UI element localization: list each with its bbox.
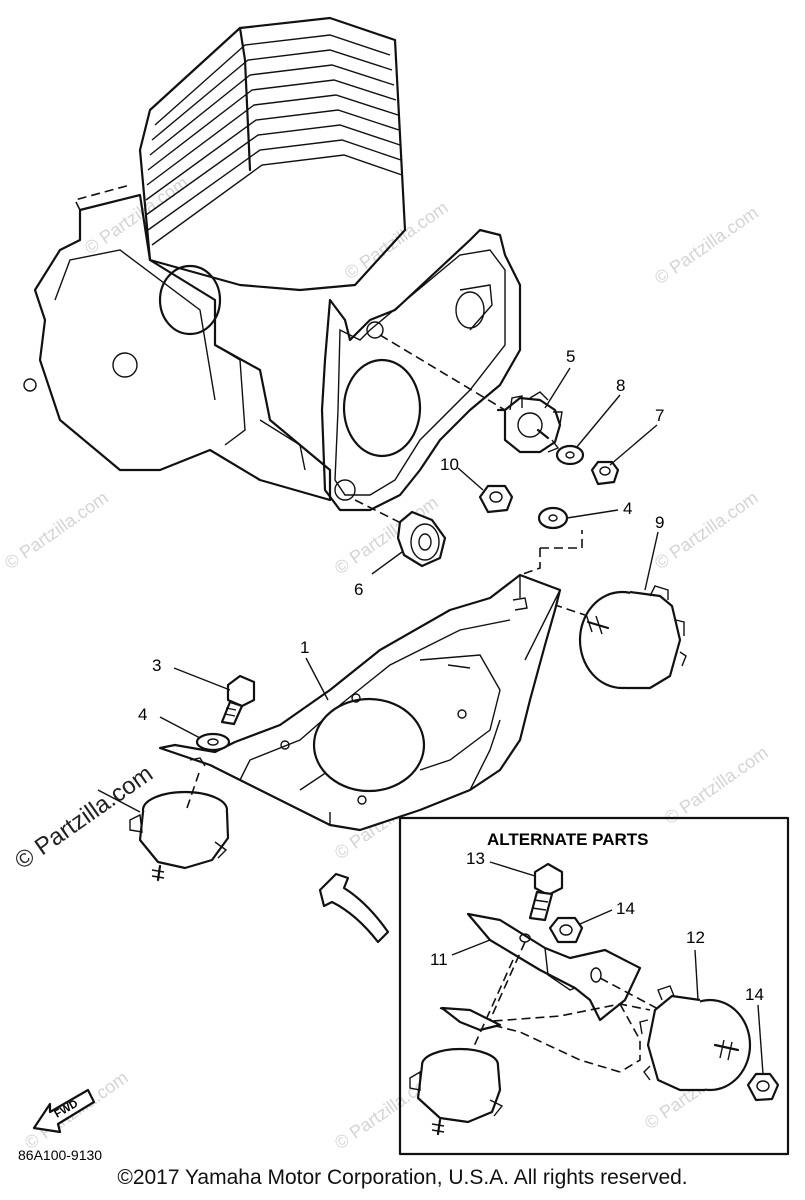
callout-13: 13 (466, 849, 485, 868)
assembly-direction-arrow (318, 872, 390, 944)
lower-rubber-mount (129, 769, 230, 882)
part-1-bracket (158, 573, 562, 832)
callout-4: 4 (623, 499, 632, 518)
callout-7: 7 (655, 406, 664, 425)
callout-14: 14 (616, 899, 635, 918)
callout-10: 10 (440, 455, 459, 474)
engine-block (23, 16, 522, 512)
watermark: © Partzilla.com (651, 202, 762, 288)
callout-labels: 1 3 4 4 5 6 7 8 9 10 11 12 13 14 14 (138, 347, 764, 1004)
part-4-washer-upper (537, 506, 569, 530)
leader-lines (97, 367, 659, 813)
callout-3: 3 (152, 656, 161, 675)
callout-14: 14 (745, 985, 764, 1004)
watermark: © Partzilla.com (661, 742, 772, 828)
part-8-washer (555, 444, 585, 466)
part-10-nut (478, 484, 514, 514)
callout-6: 6 (354, 580, 363, 599)
callout-4: 4 (138, 705, 147, 724)
callout-5: 5 (566, 347, 575, 366)
alternate-parts-box: ALTERNATE PARTS (398, 816, 790, 1156)
part-5-damper (496, 391, 563, 454)
alternate-parts-title: ALTERNATE PARTS (487, 830, 649, 849)
callout-12: 12 (686, 928, 705, 947)
part-6-bushing (396, 510, 447, 568)
part-4-washer-lower (195, 732, 231, 752)
callout-8: 8 (616, 376, 625, 395)
callout-1: 1 (300, 638, 309, 657)
part-9-rubber-mount (578, 585, 687, 690)
watermark: © Partzilla.com (1, 487, 112, 573)
callout-9: 9 (655, 513, 664, 532)
callout-11: 11 (430, 950, 448, 969)
part-7-nut (590, 460, 620, 486)
copyright-notice: ©2017 Yamaha Motor Corporation, U.S.A. A… (117, 1166, 688, 1189)
diagram-code: 86A100-9130 (18, 1147, 102, 1163)
watermark: © Partzilla.com (81, 172, 192, 258)
watermark: © Partzilla.com (651, 487, 762, 573)
part-3-bolt (220, 674, 256, 726)
